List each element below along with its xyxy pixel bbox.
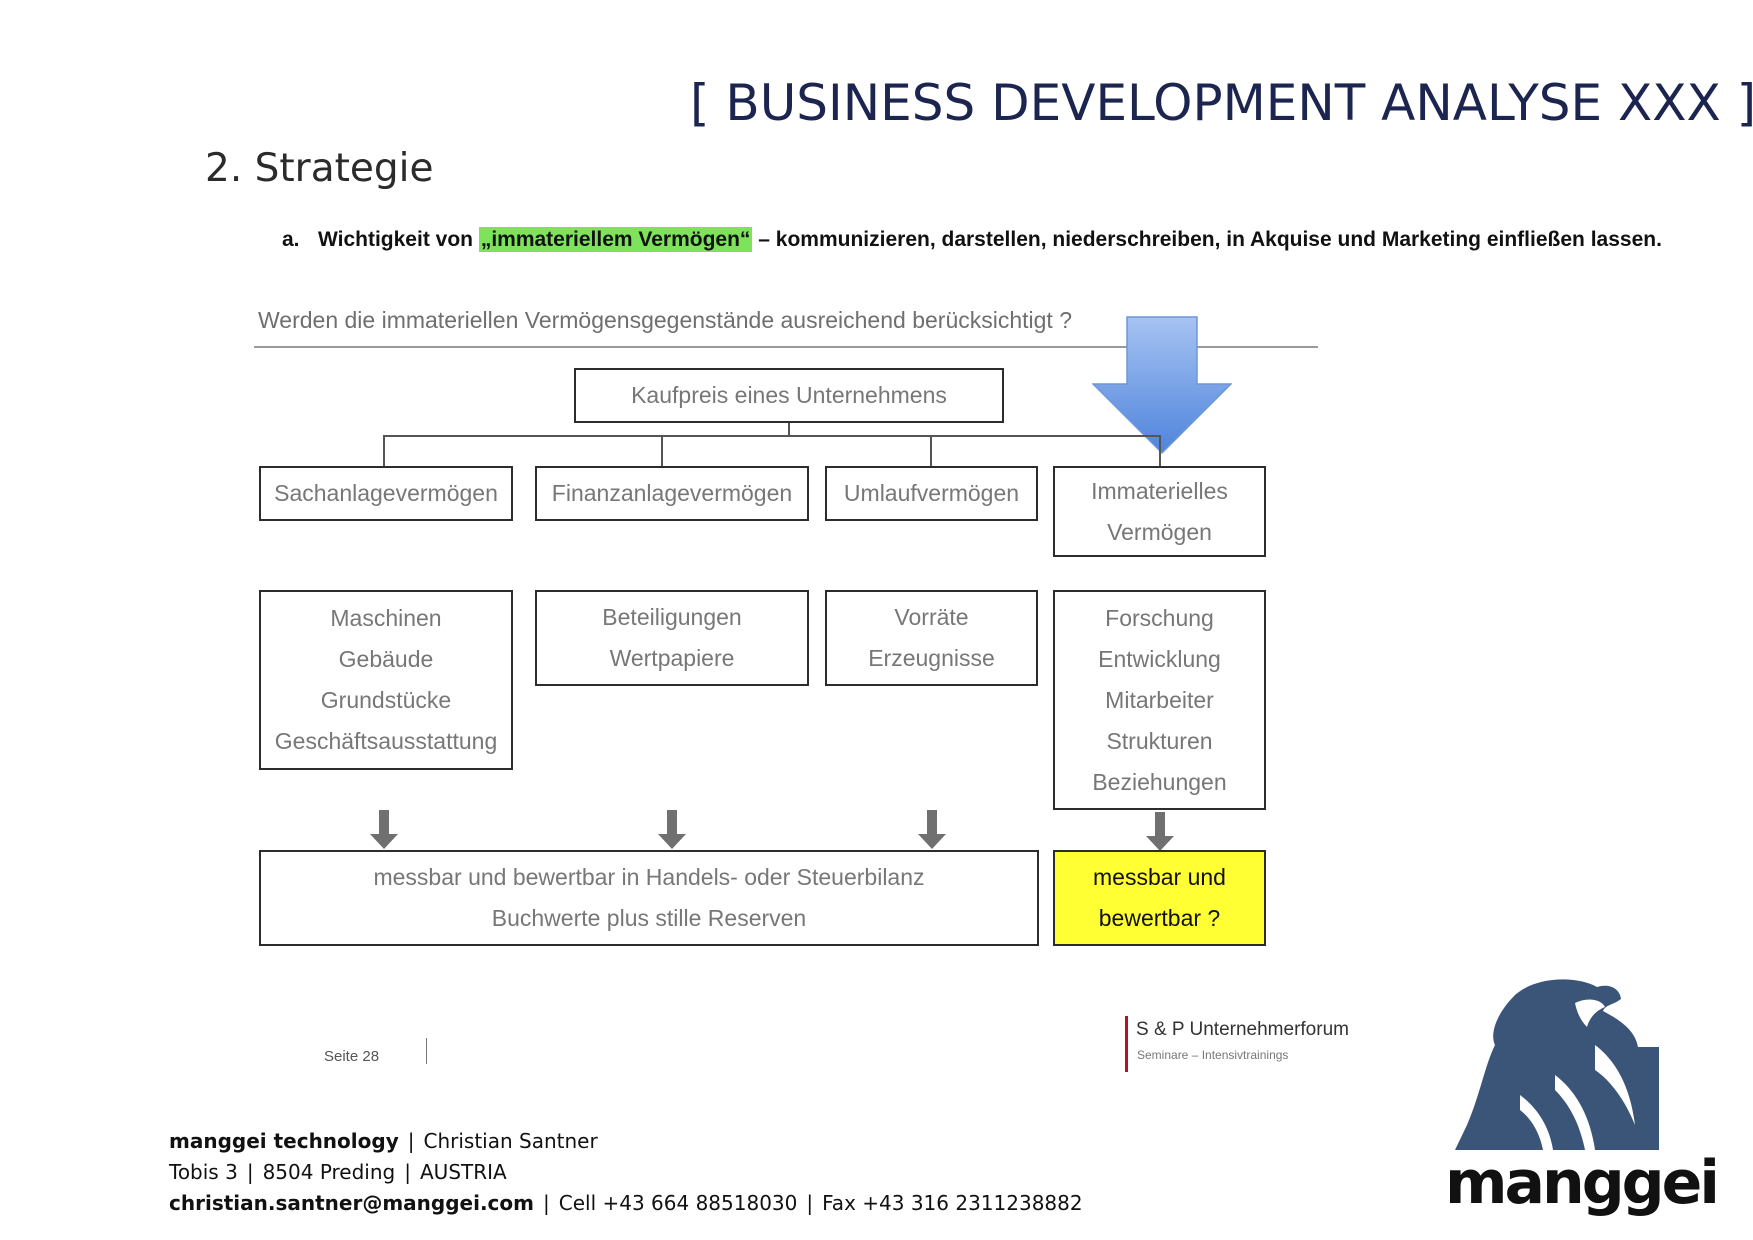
- document-title: [ BUSINESS DEVELOPMENT ANALYSE XXX ]: [690, 74, 1753, 132]
- company-name: manggei technology: [169, 1129, 399, 1153]
- result-line: bewertbar ?: [1098, 905, 1221, 931]
- street: Tobis 3: [169, 1160, 238, 1184]
- down-arrow-icon: [658, 810, 686, 849]
- footer-contact: manggei technology|Christian Santner Tob…: [169, 1126, 1083, 1219]
- point-a-prefix: Wichtigkeit von: [318, 228, 479, 251]
- example-item: Vorräte: [894, 604, 969, 630]
- person-name: Christian Santner: [423, 1129, 598, 1153]
- manggei-logo-icon: [1455, 979, 1659, 1150]
- example-item: Mitarbeiter: [1105, 686, 1214, 713]
- result-line: messbar und: [1093, 864, 1226, 890]
- footer-line-1: manggei technology|Christian Santner: [169, 1129, 598, 1153]
- cell-number: Cell +43 664 88518030: [558, 1191, 798, 1215]
- connector: [930, 435, 932, 466]
- connector: [1159, 435, 1161, 466]
- partner-bar: [1125, 1016, 1128, 1072]
- result-box-intangible: messbar und bewertbar ?: [1053, 850, 1266, 946]
- partner-tagline: Seminare – Intensivtrainings: [1137, 1048, 1289, 1062]
- footer-line-2: Tobis 3|8504 Preding|AUSTRIA: [169, 1160, 507, 1184]
- example-item: Strukturen: [1106, 727, 1213, 754]
- examples-box: Maschinen Gebäude Grundstücke Geschäftsa…: [259, 590, 513, 770]
- example-item: Gebäude: [338, 646, 434, 672]
- city: 8504 Preding: [262, 1160, 396, 1184]
- connector: [788, 423, 790, 436]
- example-item: Beziehungen: [1092, 768, 1227, 795]
- category-label: Sachanlagevermögen: [274, 480, 498, 506]
- category-label: Immaterielles Vermögen: [1091, 477, 1228, 545]
- connector: [661, 435, 663, 466]
- country: AUSTRIA: [420, 1160, 507, 1184]
- point-a: a. Wichtigkeit von „immateriellem Vermöge…: [282, 227, 1662, 252]
- partner-logo: S & P Unternehmerforum Seminare – Intens…: [1125, 1016, 1375, 1072]
- down-arrow-icon: [370, 810, 398, 849]
- example-item: Maschinen: [330, 605, 442, 631]
- root-box: Kaufpreis eines Unternehmens: [574, 368, 1004, 423]
- down-arrow-icon: [1146, 812, 1174, 851]
- category-label: Umlaufvermögen: [843, 480, 1020, 506]
- diagram-question: Werden die immateriellen Vermögensgegens…: [258, 307, 1072, 333]
- examples-box: Beteiligungen Wertpapiere: [535, 590, 809, 686]
- down-arrow-icon: [918, 810, 946, 849]
- partner-name: S & P Unternehmerforum: [1136, 1019, 1349, 1040]
- fax-number: Fax +43 316 2311238882: [822, 1191, 1083, 1215]
- category-box-intangible: Immaterielles Vermögen: [1053, 466, 1266, 557]
- connector: [383, 435, 385, 466]
- point-a-highlight: „immateriellem Vermögen“: [478, 227, 753, 252]
- divider: [426, 1038, 427, 1064]
- section-title: 2. Strategie: [205, 146, 434, 191]
- divider: [254, 346, 1318, 348]
- highlight-arrow-icon: [1092, 316, 1232, 455]
- point-a-suffix: – kommunizieren, darstellen, niederschre…: [752, 228, 1662, 251]
- category-box: Umlaufvermögen: [825, 466, 1038, 521]
- result-line: Buchwerte plus stille Reserven: [491, 905, 807, 931]
- point-a-marker: a.: [282, 228, 300, 251]
- category-label: Finanzanlagevermögen: [551, 480, 793, 506]
- root-label: Kaufpreis eines Unternehmens: [631, 382, 947, 408]
- example-item: Forschung: [1105, 604, 1214, 631]
- category-box: Finanzanlagevermögen: [535, 466, 809, 521]
- result-line: messbar und bewertbar in Handels- oder S…: [373, 864, 925, 890]
- logo-text: manggei: [1445, 1148, 1720, 1218]
- examples-box-intangible: Forschung Entwicklung Mitarbeiter Strukt…: [1053, 590, 1266, 810]
- example-item: Entwicklung: [1098, 645, 1221, 672]
- footer-line-3: christian.santner@manggei.com|Cell +43 6…: [169, 1191, 1083, 1215]
- example-item: Erzeugnisse: [868, 645, 995, 671]
- example-item: Geschäftsausstattung: [274, 728, 498, 754]
- examples-box: Vorräte Erzeugnisse: [825, 590, 1038, 686]
- email-link[interactable]: christian.santner@manggei.com: [169, 1191, 534, 1215]
- page-number: Seite 28: [324, 1048, 380, 1065]
- category-box: Sachanlagevermögen: [259, 466, 513, 521]
- example-item: Beteiligungen: [602, 604, 742, 630]
- example-item: Grundstücke: [320, 687, 452, 713]
- example-item: Wertpapiere: [609, 645, 735, 671]
- result-box-tangible: messbar und bewertbar in Handels- oder S…: [259, 850, 1039, 946]
- connector: [383, 435, 1161, 437]
